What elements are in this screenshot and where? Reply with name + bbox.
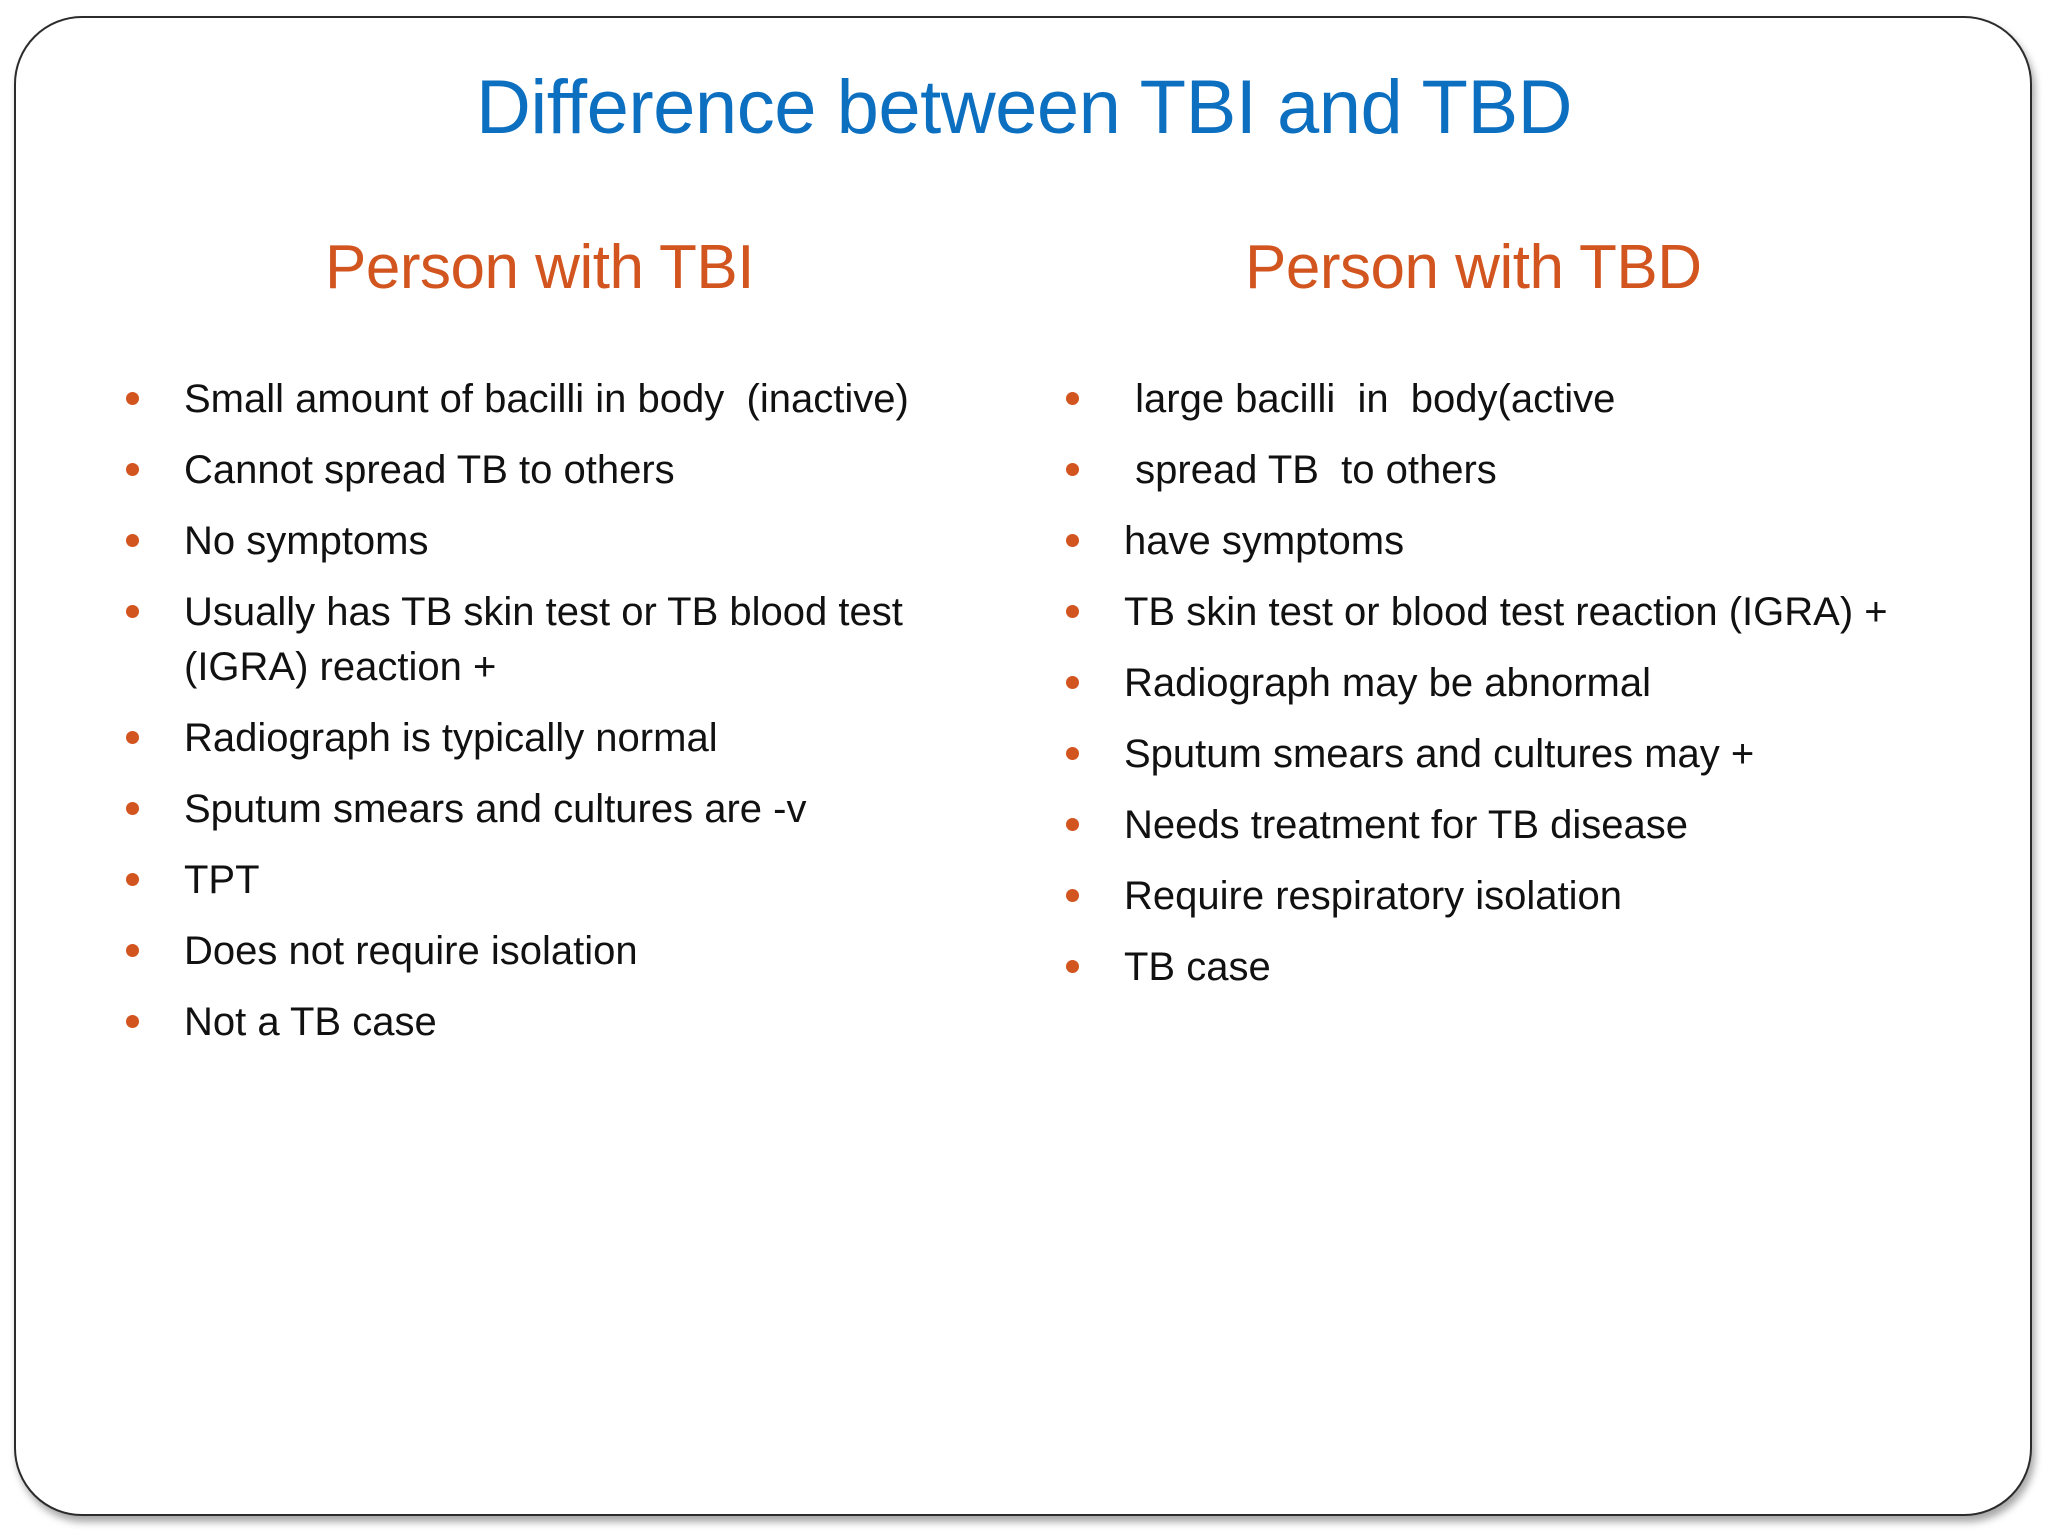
list-item-text: Sputum smears and cultures may + (1124, 732, 1755, 776)
list-item: Small amount of bacilli in body (inactiv… (126, 372, 986, 427)
list-item: Radiograph is typically normal (126, 711, 986, 766)
list-item: No symptoms (126, 514, 986, 569)
list-item-text: TB skin test or blood test reaction (IGR… (1124, 590, 1888, 634)
list-item: Radiograph may be abnormal (1066, 656, 1966, 711)
bullet-icon (126, 463, 139, 476)
bullet-icon (126, 802, 139, 815)
slide-title: Difference between TBI and TBD (475, 65, 1573, 150)
list-item-text: No symptoms (184, 519, 429, 563)
heading-tbi: Person with TBI (325, 233, 754, 302)
bullet-icon (126, 1015, 139, 1028)
tbd-bullet-list: large bacilli in body(active spread TB t… (1066, 372, 1966, 1011)
list-item: TB skin test or blood test reaction (IGR… (1066, 585, 1966, 640)
list-item: Sputum smears and cultures are -v (126, 782, 986, 837)
list-item: Require respiratory isolation (1066, 869, 1966, 924)
list-item-text: Sputum smears and cultures are -v (184, 787, 807, 831)
heading-tbd: Person with TBD (1245, 233, 1702, 302)
bullet-icon (126, 944, 139, 957)
bullet-icon (1066, 818, 1079, 831)
bullet-icon (126, 534, 139, 547)
bullet-icon (126, 731, 139, 744)
bullet-icon (126, 605, 139, 618)
list-item-text: TB case (1124, 945, 1271, 989)
bullet-icon (1066, 747, 1079, 760)
list-item: Sputum smears and cultures may + (1066, 727, 1966, 782)
list-item: TB case (1066, 940, 1966, 995)
list-item: Usually has TB skin test or TB blood tes… (126, 585, 986, 695)
list-item: TPT (126, 853, 986, 908)
list-item-text: Small amount of bacilli in body (inactiv… (184, 377, 909, 421)
bullet-icon (1066, 463, 1079, 476)
bullet-icon (1066, 534, 1079, 547)
list-item-text: large bacilli in body(active (1124, 377, 1616, 421)
list-item-text: Does not require isolation (184, 929, 638, 973)
list-item-text: Needs treatment for TB disease (1124, 803, 1688, 847)
bullet-icon (126, 873, 139, 886)
list-item-text: have symptoms (1124, 519, 1405, 563)
list-item: large bacilli in body(active (1066, 372, 1966, 427)
bullet-icon (126, 392, 139, 405)
list-item-text: spread TB to others (1124, 448, 1497, 492)
bullet-icon (1066, 889, 1079, 902)
list-item-text: TPT (184, 858, 260, 902)
bullet-icon (1066, 960, 1079, 973)
bullet-icon (1066, 605, 1079, 618)
list-item-text: Cannot spread TB to others (184, 448, 675, 492)
tbi-bullet-list: Small amount of bacilli in body (inactiv… (126, 372, 986, 1066)
list-item: Needs treatment for TB disease (1066, 798, 1966, 853)
list-item: Not a TB case (126, 995, 986, 1050)
list-item: have symptoms (1066, 514, 1966, 569)
list-item-text: Usually has TB skin test or TB blood tes… (184, 590, 914, 689)
list-item-text: Not a TB case (184, 1000, 437, 1044)
list-item: Cannot spread TB to others (126, 443, 986, 498)
list-item-text: Radiograph is typically normal (184, 716, 718, 760)
list-item: spread TB to others (1066, 443, 1966, 498)
bullet-icon (1066, 392, 1079, 405)
list-item-text: Radiograph may be abnormal (1124, 661, 1651, 705)
bullet-icon (1066, 676, 1079, 689)
list-item-text: Require respiratory isolation (1124, 874, 1623, 918)
list-item: Does not require isolation (126, 924, 986, 979)
slide-frame (14, 16, 2032, 1516)
